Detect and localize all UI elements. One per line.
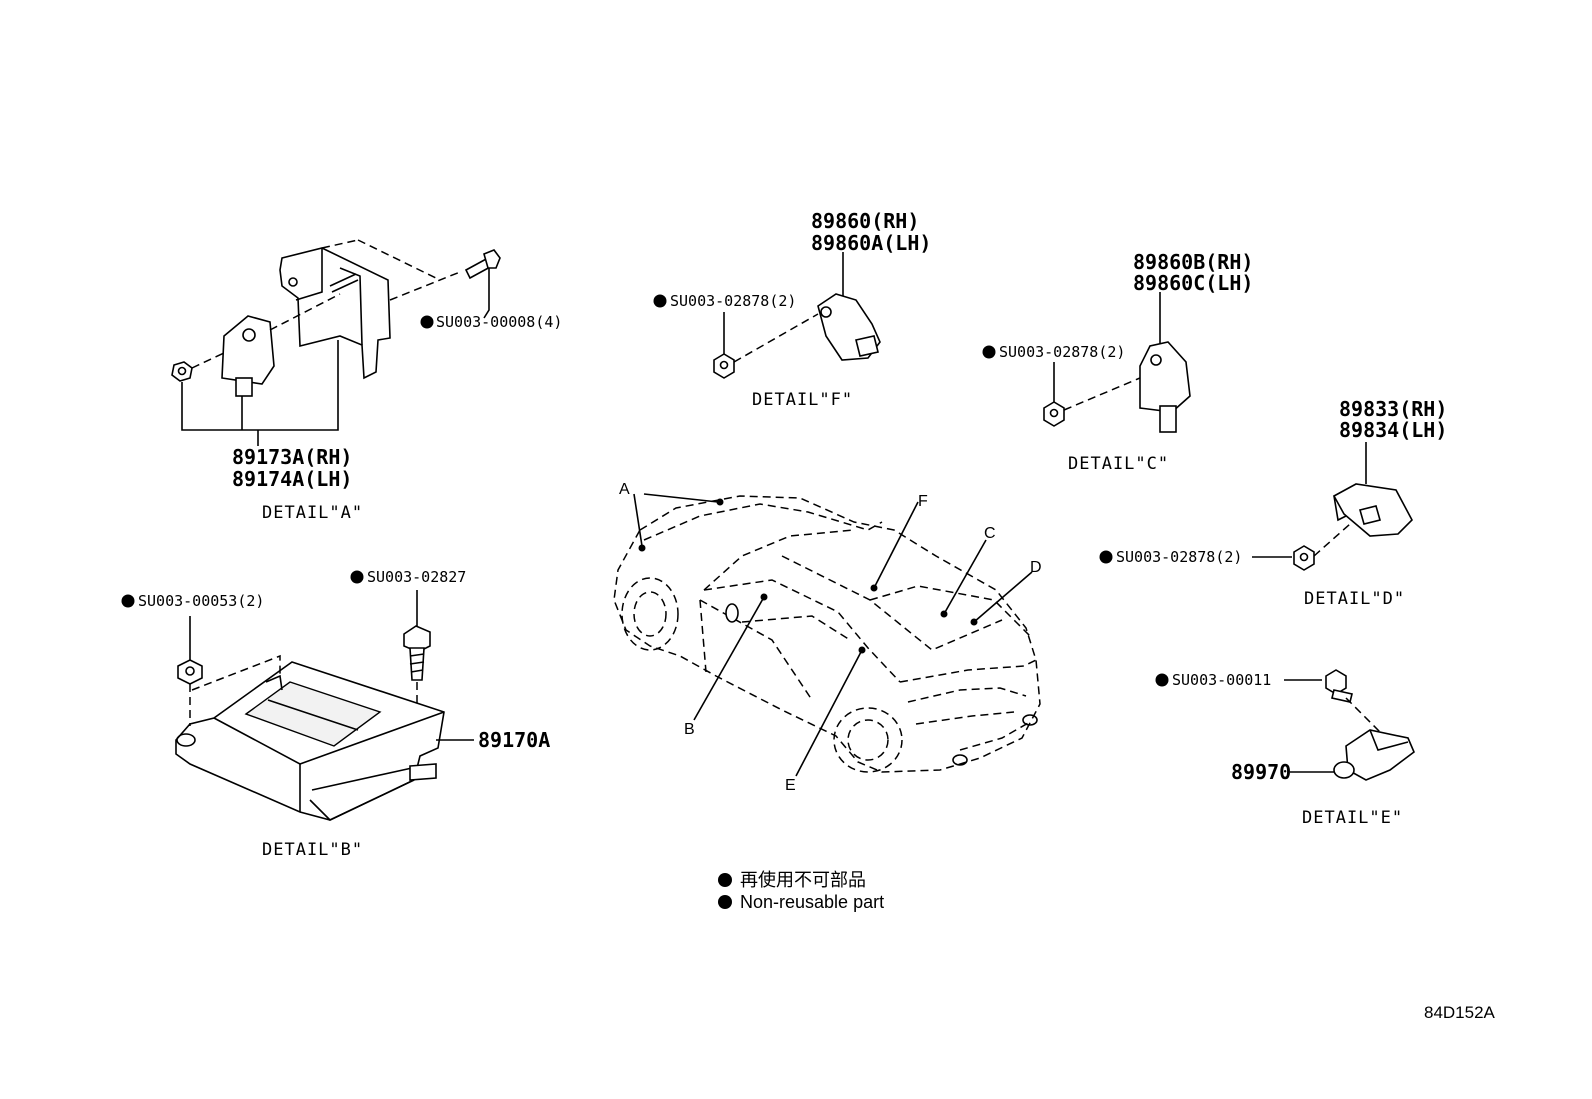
detail-b-part: 89170A [478,728,550,752]
detail-b-control-module [175,661,445,821]
detail-a-part-rh: 89173A(RH) [232,445,352,469]
detail-a-nut [171,361,193,382]
detail-c-part-rh: 89860B(RH) [1133,250,1253,274]
detail-a-fastener-label: SU003-00008(4) [436,313,562,331]
detail-c-sensor [1139,341,1191,413]
detail-e-bolt [1325,669,1353,703]
detail-f-fastener-label: SU003-02878(2) [670,292,796,310]
legend: 再使用不可部品 Non-reusable part [718,870,884,912]
detail-e-part: 89970 [1231,760,1291,784]
detail-c-fastener-label: SU003-02878(2) [999,343,1125,361]
detail-f-part-rh: 89860(RH) [811,209,919,233]
detail-c-nut [1043,401,1065,427]
detail-b-nut [177,659,203,685]
detail-e-group: SU003-00011 89970 DETAIL"E" [1155,669,1415,828]
detail-b-bolt-label: SU003-02827 [367,568,466,586]
detail-f-title: DETAIL"F" [752,390,853,410]
callout-b: B [684,721,695,738]
detail-c-group: 89860B(RH) 89860C(LH) SU003-02878(2) DET… [982,250,1253,474]
detail-d-part-lh: 89834(LH) [1339,418,1447,442]
detail-d-fastener-label: SU003-02878(2) [1116,548,1242,566]
detail-e-title: DETAIL"E" [1302,808,1403,828]
callout-a: A [619,481,630,498]
detail-c-part-lh: 89860C(LH) [1133,271,1253,295]
detail-a-title: DETAIL"A" [262,503,363,523]
detail-a-bracket [279,247,391,380]
detail-b-title: DETAIL"B" [262,840,363,860]
detail-d-part-rh: 89833(RH) [1339,397,1447,421]
detail-f-nut [713,353,735,379]
detail-a-sensor [221,315,275,385]
detail-c-title: DETAIL"C" [1068,454,1169,474]
callout-d: D [1030,559,1042,576]
detail-b-nut-label: SU003-00053(2) [138,592,264,610]
detail-a-group: SU003-00008(4) 89173A(RH) 89174A(LH) DET… [171,239,562,523]
callout-c: C [984,525,996,542]
detail-a-bolt [464,249,501,280]
detail-d-group: 89833(RH) 89834(LH) SU003-02878(2) DETAI… [1099,397,1447,609]
detail-b-group: SU003-00053(2) SU003-02827 89170A DETAIL… [121,568,550,860]
detail-d-nut [1293,545,1315,571]
callout-e: E [785,777,796,794]
detail-b-bolt [403,625,431,681]
legend-line-ja: 再使用不可部品 [740,870,866,890]
detail-e-fastener-label: SU003-00011 [1172,671,1271,689]
callout-f: F [918,493,928,510]
legend-line-en: Non-reusable part [740,892,884,912]
detail-f-group: 89860(RH) 89860A(LH) SU003-02878(2) DETA… [653,209,931,410]
detail-f-part-lh: 89860A(LH) [811,231,931,255]
diagram-reference-code: 84D152A [1424,1003,1496,1022]
vehicle-outline: A B C D E F [613,481,1042,794]
detail-a-part-lh: 89174A(LH) [232,467,352,491]
detail-e-sensor [1345,729,1415,781]
detail-d-title: DETAIL"D" [1304,589,1405,609]
